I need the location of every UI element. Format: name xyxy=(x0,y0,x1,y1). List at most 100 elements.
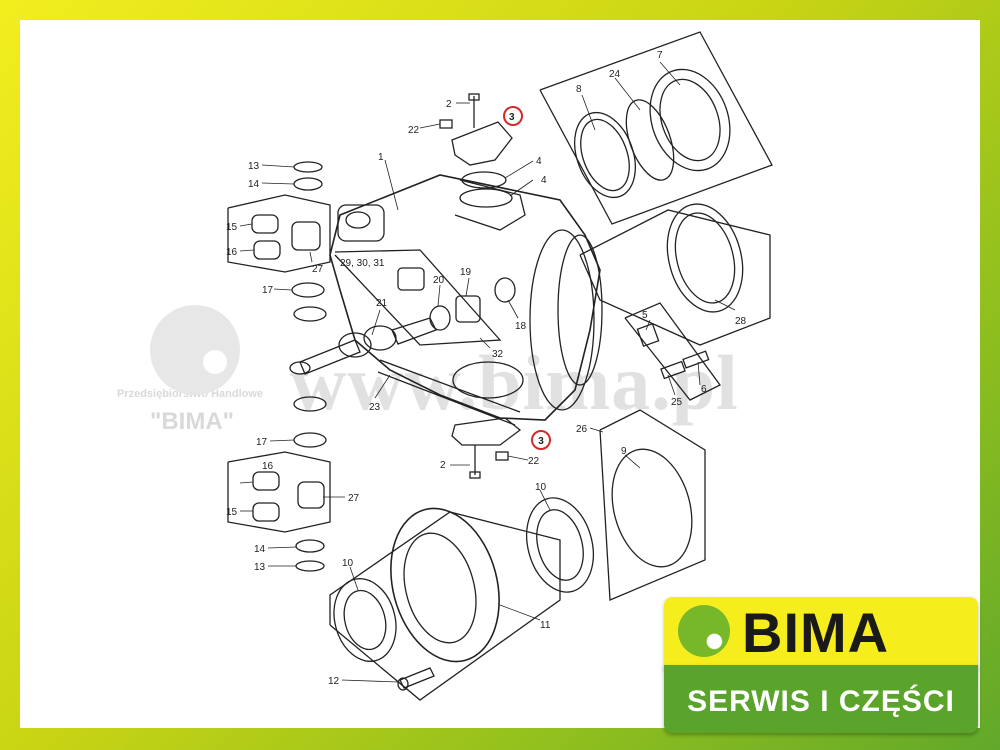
grease-nipple-22-bottom xyxy=(495,451,509,461)
knuckle-body xyxy=(329,174,601,421)
seal-28-inner xyxy=(674,212,736,304)
label-27-bottom: 27 xyxy=(348,493,360,504)
shim-4a xyxy=(461,171,507,189)
gasket-box-outline xyxy=(599,409,706,601)
label-12: 12 xyxy=(328,676,340,687)
shaft-end xyxy=(289,361,311,375)
label-2-top: 2 xyxy=(446,99,452,110)
cup-16-bottom xyxy=(252,471,280,491)
leader-lines xyxy=(239,61,736,683)
cone-15-bottom xyxy=(252,502,280,522)
bearing-27-top xyxy=(291,221,321,251)
knuckle-housing xyxy=(329,174,603,421)
label-14-top: 14 xyxy=(248,179,260,190)
lower-bearing-stack xyxy=(227,396,331,572)
bushing-29 xyxy=(397,267,425,291)
circlip-13-bottom xyxy=(295,560,325,572)
label-16-bottom: 16 xyxy=(262,461,274,472)
label-11: 11 xyxy=(540,620,551,631)
label-9: 9 xyxy=(621,446,627,457)
drive-shaft xyxy=(289,317,521,426)
upper-bearing-stack xyxy=(227,161,331,322)
seal-17-bottom xyxy=(293,432,327,448)
label-17-top: 17 xyxy=(262,285,274,296)
label-4-b: 4 xyxy=(541,175,547,186)
label-22-bottom: 22 xyxy=(528,456,540,467)
washer-14-top xyxy=(293,177,323,191)
bearing-10-inner xyxy=(526,497,594,593)
label-22-top: 22 xyxy=(408,125,420,136)
washer-14-bottom xyxy=(295,539,325,553)
label-13-top: 13 xyxy=(248,161,260,172)
gasket-box xyxy=(599,409,706,601)
label-21: 21 xyxy=(376,298,388,309)
part-25-pin xyxy=(660,360,686,380)
bolt-kit-box xyxy=(624,302,721,401)
shaft-21 xyxy=(391,317,437,345)
hub-11-bore xyxy=(403,532,477,644)
stub-shaft xyxy=(299,339,361,375)
seal-17-top xyxy=(291,282,325,298)
label-16-top: 16 xyxy=(226,247,238,258)
wheel-stud-12 xyxy=(399,667,435,689)
seal-28-box xyxy=(579,203,771,346)
logo-tagline: SERWIS I CZĘŚCI xyxy=(687,685,955,718)
watermark-logo-circle xyxy=(150,305,240,395)
part-labels: 1 2 3 22 4 4 8 24 7 28 5 6 25 26 9 10 11… xyxy=(226,50,747,687)
label-14-bottom: 14 xyxy=(254,544,266,555)
label-26: 26 xyxy=(576,424,588,435)
label-27-top: 27 xyxy=(312,264,324,275)
knuckle-arm xyxy=(337,204,385,242)
cone-15-top xyxy=(251,214,279,234)
knuckle-bore xyxy=(557,234,603,386)
label-15-bottom: 15 xyxy=(226,507,238,518)
label-29-30-31: 29, 30, 31 xyxy=(340,258,385,269)
bolt-kit-outline xyxy=(624,302,721,401)
logo-name: BIMA xyxy=(742,601,890,664)
watermark-logo-dot xyxy=(203,350,227,374)
label-17-bottom: 17 xyxy=(256,437,268,448)
label-13-bottom: 13 xyxy=(254,562,266,573)
bottom-boss xyxy=(452,361,524,399)
grease-nipple-22-top xyxy=(439,119,453,129)
axle-shaft-23 xyxy=(379,359,521,413)
ring-lower xyxy=(293,396,327,412)
bottom-cap-assembly xyxy=(451,417,522,479)
label-7: 7 xyxy=(657,50,663,61)
bima-logo: BIMA SERWIS I CZĘŚCI xyxy=(664,597,978,733)
arm-hole xyxy=(345,211,371,229)
upper-bearing-box xyxy=(227,194,331,273)
label-3-bottom: 3 xyxy=(538,436,544,447)
bushing-box-outline xyxy=(334,249,502,346)
label-4-a: 4 xyxy=(536,156,542,167)
hub-11-flange xyxy=(390,507,500,663)
label-24: 24 xyxy=(609,69,621,80)
wheel-hub-assembly xyxy=(329,497,594,701)
seal-7-inner xyxy=(659,78,721,162)
axle-shaft-23-b xyxy=(377,371,516,426)
bushing-box xyxy=(334,249,516,346)
seal-28 xyxy=(666,203,744,313)
label-28: 28 xyxy=(735,316,747,327)
u-joint-yoke-a xyxy=(338,332,372,358)
cup-16-top xyxy=(253,240,281,260)
watermark-name: "BIMA" xyxy=(149,408,235,435)
lower-bearing-box xyxy=(227,451,331,533)
seal-7 xyxy=(649,68,731,172)
seal-20 xyxy=(429,305,451,331)
label-32: 32 xyxy=(492,349,504,360)
label-2-bottom: 2 xyxy=(440,460,446,471)
label-10-a: 10 xyxy=(535,482,547,493)
seal-ring-8-inner xyxy=(580,118,630,192)
highlight-circle-bottom xyxy=(531,430,551,450)
bolt-2-top-head xyxy=(468,93,480,101)
seal-box-outline xyxy=(539,31,773,225)
knuckle-flange xyxy=(529,229,595,411)
label-10-b: 10 xyxy=(342,558,354,569)
label-23: 23 xyxy=(369,402,381,413)
label-5: 5 xyxy=(642,310,648,321)
label-19: 19 xyxy=(460,267,472,278)
top-cap-assembly xyxy=(439,93,513,208)
ring-upper xyxy=(293,306,327,322)
seal-18 xyxy=(494,277,516,303)
